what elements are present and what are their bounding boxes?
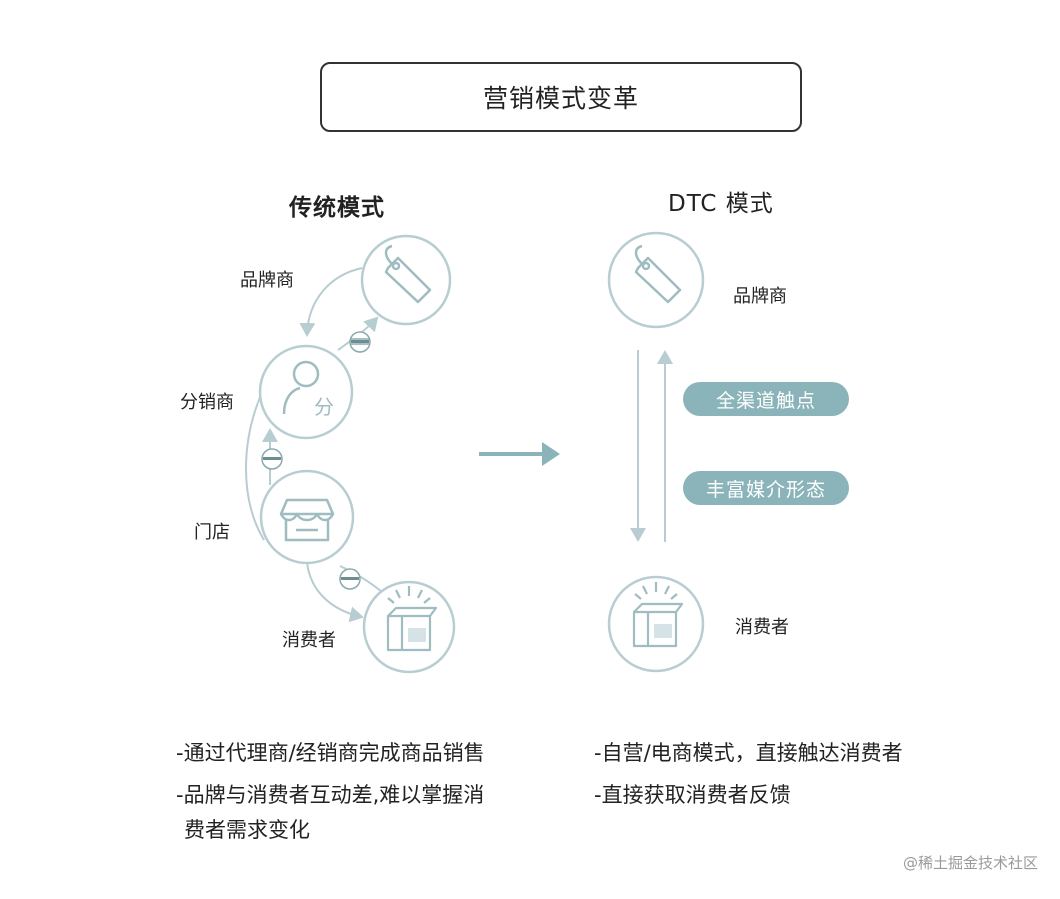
dtc-model-title: DTC 模式 — [668, 191, 774, 217]
diagram-title: 营销模式变革 — [320, 62, 802, 132]
coin-icon — [339, 568, 361, 590]
traditional-distributor-label: 分销商 — [180, 392, 234, 413]
dtc-bullet-1: -自营/电商模式，直接触达消费者 — [594, 741, 903, 765]
distributor-icon-text: 分 — [314, 395, 334, 419]
traditional-connectors — [245, 267, 383, 623]
storefront-icon — [279, 498, 335, 542]
coin-icon — [261, 448, 283, 470]
transition-arrow — [479, 442, 560, 466]
traditional-bullet-2-continued: 费者需求变化 — [184, 818, 310, 843]
dtc-brand-label: 品牌商 — [733, 286, 787, 307]
traditional-store-label: 门店 — [194, 522, 230, 543]
dtc-pill-rich-media: 丰富媒介形态 — [683, 471, 849, 505]
traditional-brand-label: 品牌商 — [240, 270, 294, 291]
traditional-consumer-label: 消费者 — [282, 630, 336, 651]
dtc-bullet-2: -直接获取消费者反馈 — [594, 782, 791, 807]
dtc-consumer-label: 消费者 — [735, 617, 789, 638]
tag-icon — [634, 244, 682, 304]
dtc-brand-node — [607, 231, 705, 329]
traditional-distributor-node: 分 — [258, 344, 354, 440]
dtc-bullets: -自营/电商模式，直接触达消费者 -直接获取消费者反馈 — [594, 736, 994, 819]
dtc-consumer-node — [607, 575, 705, 673]
traditional-model-title: 传统模式 — [289, 195, 385, 221]
dtc-pill-omnichannel: 全渠道触点 — [683, 382, 849, 416]
gift-box-icon — [632, 582, 684, 648]
person-icon — [282, 360, 320, 415]
traditional-brand-node — [360, 234, 452, 326]
gift-box-icon — [386, 586, 438, 652]
watermark: @稀土掘金技术社区 — [902, 854, 1038, 872]
traditional-bullet-2: -品牌与消费者互动差,难以掌握消 — [176, 782, 485, 807]
dtc-connectors — [630, 350, 673, 542]
traditional-store-node — [259, 469, 355, 565]
tag-icon — [384, 244, 432, 304]
traditional-bullet-1: -通过代理商/经销商完成商品销售 — [176, 741, 485, 765]
traditional-bullets: -通过代理商/经销商完成商品销售 -品牌与消费者互动差,难以掌握消 费者需求变化 — [176, 736, 556, 855]
coin-icon — [349, 331, 371, 353]
traditional-consumer-node — [362, 580, 456, 674]
